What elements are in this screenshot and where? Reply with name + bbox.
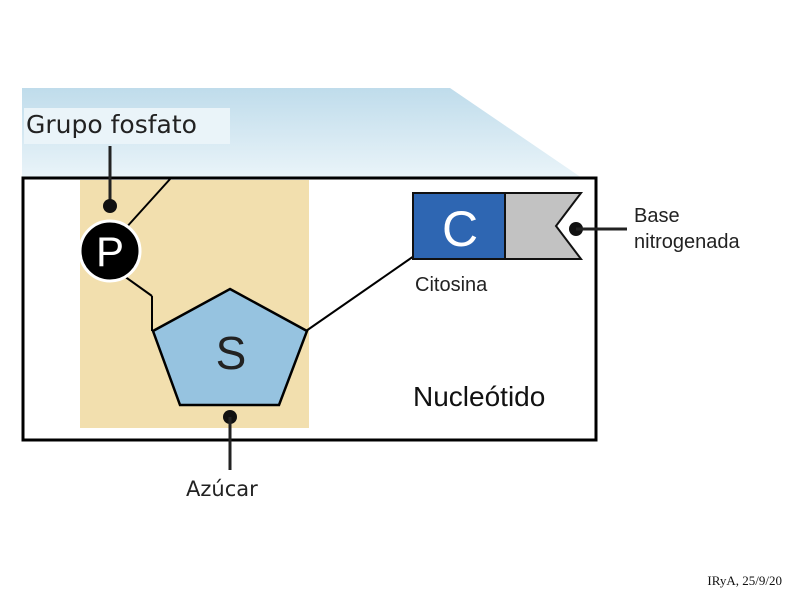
- phosphate-letter: P: [96, 228, 124, 275]
- base-letter: C: [442, 201, 478, 257]
- phosphate-pointer-dot: [103, 199, 117, 213]
- nucleotide-label: Nucleótido: [413, 381, 545, 412]
- backbone-bond: [123, 177, 172, 231]
- sugar-letter: S: [216, 327, 247, 379]
- footer-credit: IRyA, 25/9/20: [707, 573, 782, 588]
- phosphate-label-background: [24, 108, 230, 144]
- base-caption-line1: Base: [634, 205, 680, 227]
- base-caption-line2: nitrogenada: [634, 231, 741, 253]
- base-tail: [504, 192, 584, 260]
- sugar-base-bond: [305, 255, 415, 332]
- sugar-pentagon: [151, 287, 309, 407]
- phosphate-circle: [78, 219, 142, 283]
- base-name-label: Citosina: [415, 274, 488, 296]
- phosphate-group-label: Grupo fosfato: [26, 110, 197, 139]
- phosphate-sugar-bond: [123, 275, 153, 297]
- sugar-label: Azúcar: [186, 477, 258, 501]
